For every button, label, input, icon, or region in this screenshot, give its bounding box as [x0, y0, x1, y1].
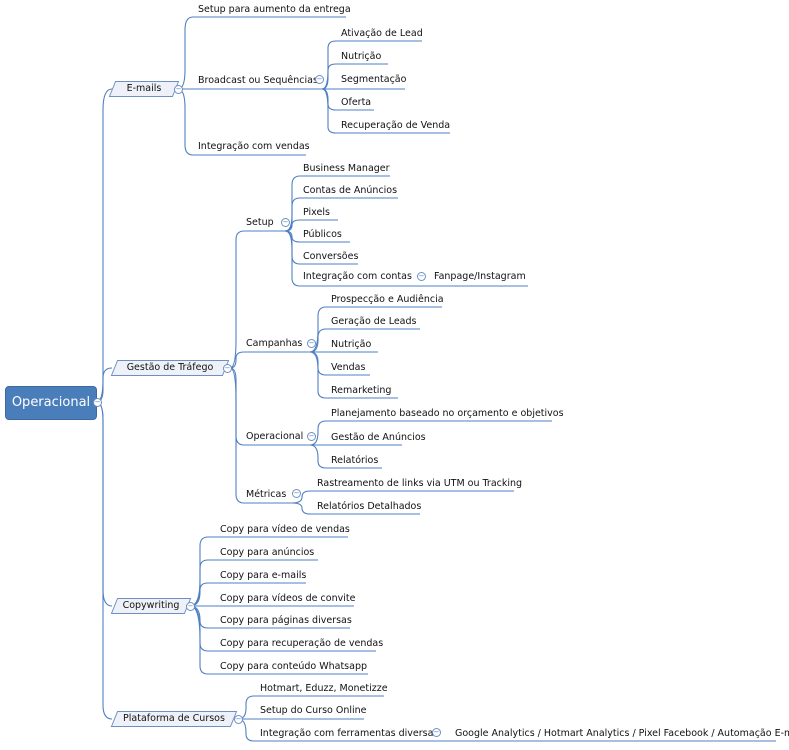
subtopic[interactable]: Contas de Anúncios: [303, 185, 398, 196]
branch-copywriting[interactable]: Copywriting: [110, 598, 192, 614]
topic-copy[interactable]: Copy para vídeos de convite: [220, 593, 356, 604]
subtopic[interactable]: Nutrição: [331, 339, 372, 350]
collapse-toggle-icon[interactable]: [174, 85, 183, 94]
collapse-toggle-icon[interactable]: [292, 489, 301, 498]
topic-setup-entrega[interactable]: Setup para aumento da entrega: [198, 4, 351, 15]
subtopic[interactable]: Integração com contas: [303, 271, 412, 282]
collapse-toggle-icon[interactable]: [315, 75, 324, 84]
subtopic[interactable]: Relatórios Detalhados: [317, 501, 422, 512]
topic-metricas[interactable]: Métricas: [246, 489, 287, 500]
branch-plataforma-cursos[interactable]: Plataforma de Cursos: [110, 711, 238, 727]
collapse-toggle-icon[interactable]: [223, 364, 232, 373]
topic-copy[interactable]: Copy para anúncios: [220, 547, 315, 558]
topic-campanhas[interactable]: Campanhas: [246, 338, 303, 349]
collapse-toggle-icon[interactable]: [93, 398, 102, 407]
subtopic[interactable]: Google Analytics / Hotmart Analytics / P…: [455, 728, 789, 739]
subtopic[interactable]: Rastreamento de links via UTM ou Trackin…: [317, 478, 523, 489]
topic-copy[interactable]: Copy para páginas diversas: [220, 615, 352, 626]
topic-copy[interactable]: Copy para recuperação de vendas: [220, 638, 384, 649]
subtopic[interactable]: Prospecção e Audiência: [331, 294, 444, 305]
subtopic[interactable]: Nutrição: [341, 51, 382, 62]
subtopic[interactable]: Gestão de Anúncios: [331, 432, 426, 443]
subtopic[interactable]: Recuperação de Venda: [341, 120, 451, 131]
subtopic[interactable]: Relatórios: [331, 455, 379, 466]
root-label: Operacional: [11, 395, 91, 410]
subtopic[interactable]: Fanpage/Instagram: [434, 271, 526, 282]
topic-copy[interactable]: Copy para vídeo de vendas: [220, 524, 350, 535]
subtopic[interactable]: Remarketing: [331, 385, 392, 396]
branch-emails[interactable]: E-mails: [108, 81, 180, 97]
topic-broadcast[interactable]: Broadcast ou Sequências: [198, 75, 318, 86]
subtopic[interactable]: Planejamento baseado no orçamento e obje…: [331, 408, 564, 419]
topic-setup-curso[interactable]: Setup do Curso Online: [260, 705, 367, 716]
collapse-toggle-icon[interactable]: [186, 602, 195, 611]
collapse-toggle-icon[interactable]: [417, 272, 426, 281]
subtopic[interactable]: Pixels: [303, 207, 330, 218]
topic-setup[interactable]: Setup: [246, 217, 274, 228]
branch-label: Copywriting: [122, 600, 180, 611]
subtopic[interactable]: Geração de Leads: [331, 316, 417, 327]
topic-integracao-vendas[interactable]: Integração com vendas: [198, 141, 310, 152]
collapse-toggle-icon[interactable]: [432, 728, 441, 737]
topic-plataformas[interactable]: Hotmart, Eduzz, Monetizze: [260, 683, 388, 694]
subtopic[interactable]: Oferta: [341, 97, 372, 108]
collapse-toggle-icon[interactable]: [307, 339, 316, 348]
topic-copy[interactable]: Copy para conteúdo Whatsapp: [220, 661, 368, 672]
collapse-toggle-icon[interactable]: [281, 218, 290, 227]
branch-label: Gestão de Tráfego: [126, 362, 214, 373]
collapse-toggle-icon[interactable]: [234, 715, 243, 724]
topic-operacional[interactable]: Operacional: [246, 431, 304, 442]
subtopic[interactable]: Business Manager: [303, 163, 390, 174]
branch-gestao-trafego[interactable]: Gestão de Tráfego: [110, 360, 230, 376]
subtopic[interactable]: Públicos: [303, 229, 342, 240]
subtopic[interactable]: Segmentação: [341, 74, 407, 85]
collapse-toggle-icon[interactable]: [307, 432, 316, 441]
topic-integracao-ferramentas[interactable]: Integração com ferramentas diversas: [260, 728, 439, 739]
topic-copy[interactable]: Copy para e-mails: [220, 570, 307, 581]
root-node[interactable]: Operacional: [5, 386, 97, 420]
branch-label: E-mails: [126, 83, 162, 94]
subtopic[interactable]: Vendas: [331, 362, 366, 373]
subtopic[interactable]: Conversões: [303, 251, 359, 262]
branch-label: Plataforma de Cursos: [123, 713, 225, 724]
subtopic[interactable]: Ativação de Lead: [341, 28, 423, 39]
